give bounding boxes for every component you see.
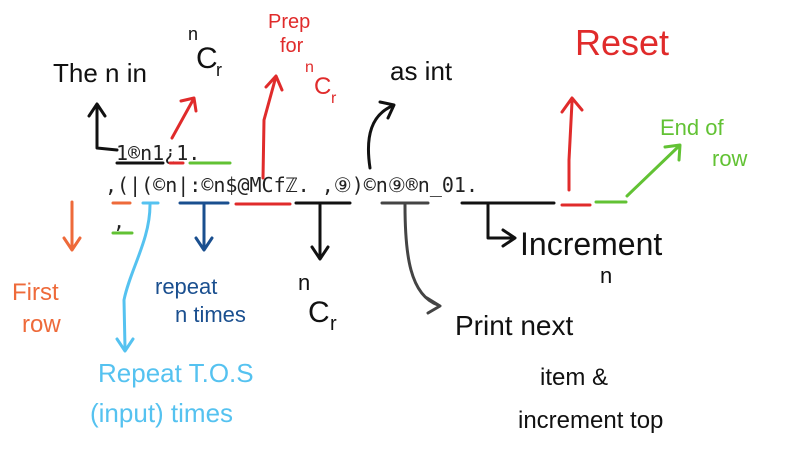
label-print-next: Print next item & increment top	[455, 310, 663, 434]
arrow-repeat-tos-head	[115, 337, 135, 353]
label-n-in-ncr-sup: n	[188, 24, 198, 44]
label-print-line3: increment top	[518, 407, 663, 434]
label-end-of-row: End of row	[660, 115, 748, 171]
label-print-line2: item &	[540, 364, 608, 391]
underline-group	[111, 161, 628, 235]
arrow-increment-head	[501, 228, 517, 248]
label-prep-line1: Prep	[268, 11, 310, 33]
arrow-n-in-ncr-head	[87, 102, 107, 118]
label-repeat-tos-line2: (input) times	[90, 398, 233, 428]
label-first-row: First row	[12, 279, 61, 338]
label-n-in-ncr-base: C	[196, 42, 218, 75]
code-line-3: ,	[113, 209, 125, 233]
arrow-increment	[486, 203, 514, 240]
label-print-line1: Print next	[455, 310, 573, 341]
code-line-1: 1®n1¿1.	[116, 141, 200, 165]
arrow-group	[62, 74, 682, 353]
label-repeat-tos-line1: Repeat T.O.S	[98, 358, 254, 388]
label-repeat-n-line1: repeat	[155, 274, 217, 299]
label-as-int: as int	[390, 56, 453, 86]
arrow-prep-head	[264, 74, 284, 92]
label-prep-sup: n	[305, 59, 314, 76]
label-end-of-row-line1: End of	[660, 115, 724, 140]
label-ncr-base: C	[308, 296, 330, 329]
arrow-reset-head	[560, 96, 584, 114]
arrow-red-small	[170, 98, 195, 140]
label-n-in-ncr-prefix: The n in	[53, 58, 147, 88]
arrow-repeat-tos	[122, 203, 152, 350]
arrow-end-row	[625, 145, 680, 198]
label-ncr-sup: n	[298, 270, 310, 295]
arrow-ncr-head	[310, 245, 330, 261]
arrow-as-int	[366, 104, 394, 170]
arrow-repeat-n-head	[194, 236, 214, 252]
label-increment-line1: Increment	[520, 226, 662, 262]
label-increment-line2: n	[600, 263, 612, 288]
label-first-row-line1: First	[12, 279, 59, 306]
arrow-prep	[261, 78, 277, 180]
label-ncr: n C r	[298, 270, 337, 335]
label-prep-sub: r	[331, 90, 337, 107]
arrow-end-row-head	[663, 143, 682, 162]
label-prep-line2: for	[280, 35, 304, 57]
label-reset: Reset	[575, 22, 669, 63]
label-n-in-ncr-sub: r	[216, 60, 222, 80]
arrow-as-int-head	[378, 100, 396, 120]
label-first-row-line2: row	[22, 311, 61, 338]
label-ncr-sub: r	[330, 313, 337, 335]
arrow-first-row-head	[62, 236, 82, 252]
label-increment-n: Increment n	[520, 226, 662, 288]
arrow-print	[403, 203, 440, 307]
label-repeat-tos: Repeat T.O.S (input) times	[90, 358, 254, 428]
arrow-red-small-head	[179, 96, 198, 113]
label-prep-for-ncr: Prep for n C r	[268, 11, 337, 107]
code-line-2: ,(|(©n|:©n$@MCfℤ. ,⑨)©n⑨®n_01.	[105, 173, 478, 197]
arrow-reset	[567, 100, 574, 192]
arrow-n-in-ncr	[95, 104, 119, 152]
label-repeat-n-times: repeat n times	[155, 274, 246, 327]
arrow-print-head	[425, 296, 442, 315]
label-end-of-row-line2: row	[712, 146, 748, 171]
label-prep-base: C	[314, 73, 331, 100]
label-repeat-n-line2: n times	[175, 302, 246, 327]
label-n-in-ncr: The n in n C r	[53, 24, 222, 88]
